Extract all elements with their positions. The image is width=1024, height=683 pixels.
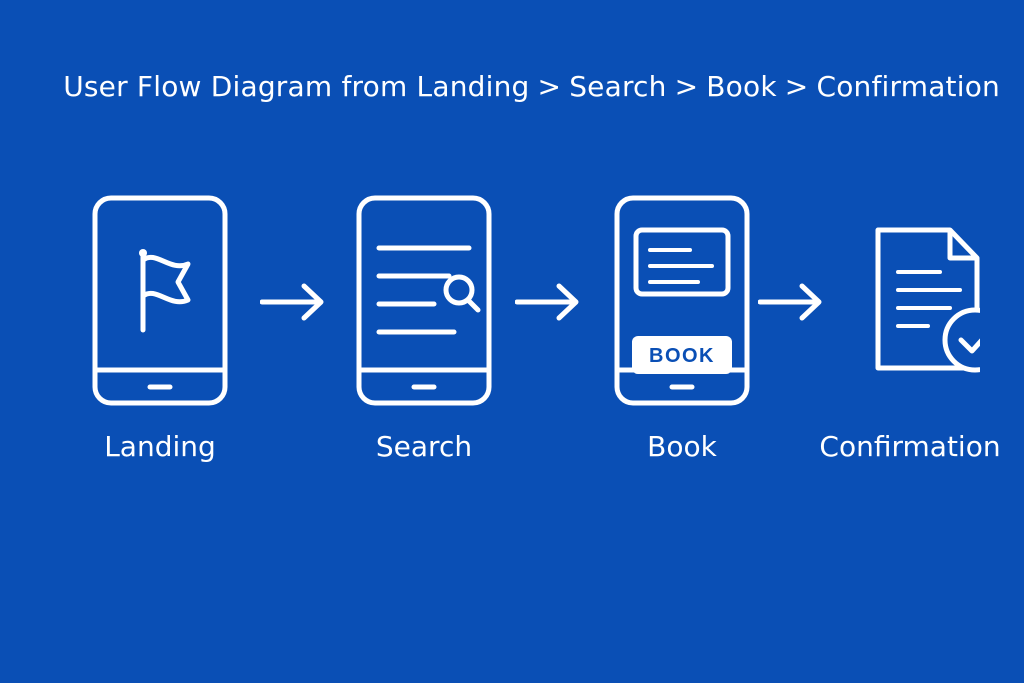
check-circle-icon (942, 307, 980, 373)
step-confirmation: Confirmation (810, 190, 1010, 463)
book-button-text: BOOK (649, 345, 715, 367)
title-separator-3: > (784, 70, 809, 103)
document-check-icon (875, 227, 980, 373)
arrow-right-icon (260, 283, 324, 321)
step-label-book: Book (647, 430, 717, 463)
phone-search (356, 195, 492, 406)
title-step-4: Confirmation (816, 70, 1000, 103)
step-label-landing: Landing (104, 430, 216, 463)
title-step-3: Book (706, 70, 777, 103)
title-step-1: Landing (416, 70, 530, 103)
step-label-search: Search (375, 430, 473, 463)
step-label-confirmation: Confirmation (819, 430, 1001, 463)
diagram-title: User Flow Diagram from Landing>Search>Bo… (63, 70, 1000, 103)
title-separator-2: > (674, 70, 699, 103)
arrow-right-icon (758, 283, 822, 321)
step-landing: Landing (60, 190, 260, 463)
book-screen-icon (633, 227, 731, 297)
arrow-right-icon (515, 283, 579, 321)
step-book: BOOK Book (582, 190, 782, 463)
title-prefix: User Flow Diagram from (63, 70, 408, 103)
search-icon (443, 274, 481, 313)
book-button-shape (632, 336, 732, 374)
step-search: Search (324, 190, 524, 463)
phone-landing (92, 195, 228, 406)
title-separator-1: > (537, 70, 562, 103)
phone-book: BOOK (614, 195, 750, 406)
flag-icon (139, 249, 191, 333)
title-step-2: Search (569, 70, 667, 103)
